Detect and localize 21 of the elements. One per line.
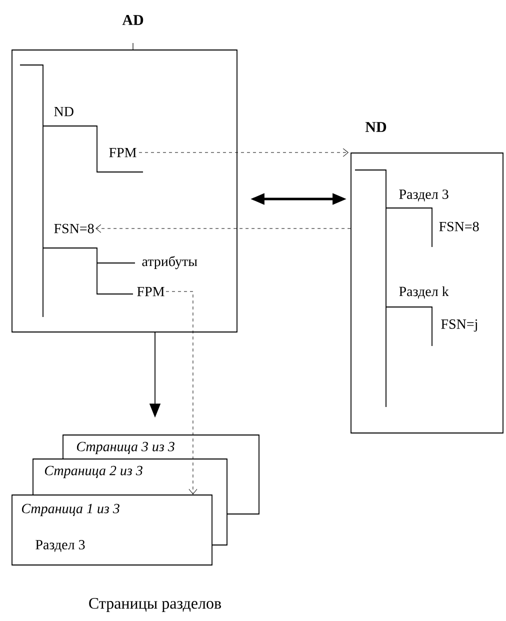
page-text: Страница 1 из 3 [22, 504, 120, 516]
tree-label: Раздел k [399, 286, 449, 299]
arrow [138, 148, 348, 157]
tree-label: FSN=8 [54, 224, 94, 234]
caption: Страницы разделов [89, 598, 222, 612]
box [12, 42, 238, 332]
tree-label: FPM [109, 148, 136, 158]
page-text: Страница 2 из 3 [44, 466, 142, 478]
tree-label: ND [54, 106, 74, 116]
box-title: ND [365, 122, 386, 132]
page-text: Раздел 3 [36, 540, 85, 552]
tree-label: FSN=8 [439, 222, 479, 232]
box [350, 152, 504, 434]
page-text: Страница 3 из 3 [76, 442, 174, 454]
tree-label: атрибуты [142, 256, 198, 270]
arrow [96, 224, 351, 233]
box-title: AD [122, 15, 144, 25]
tree-label: FSN=j [441, 319, 477, 332]
tree-label: Раздел 3 [399, 190, 448, 202]
tree-label: FPM [137, 286, 164, 296]
arrow [166, 291, 198, 494]
